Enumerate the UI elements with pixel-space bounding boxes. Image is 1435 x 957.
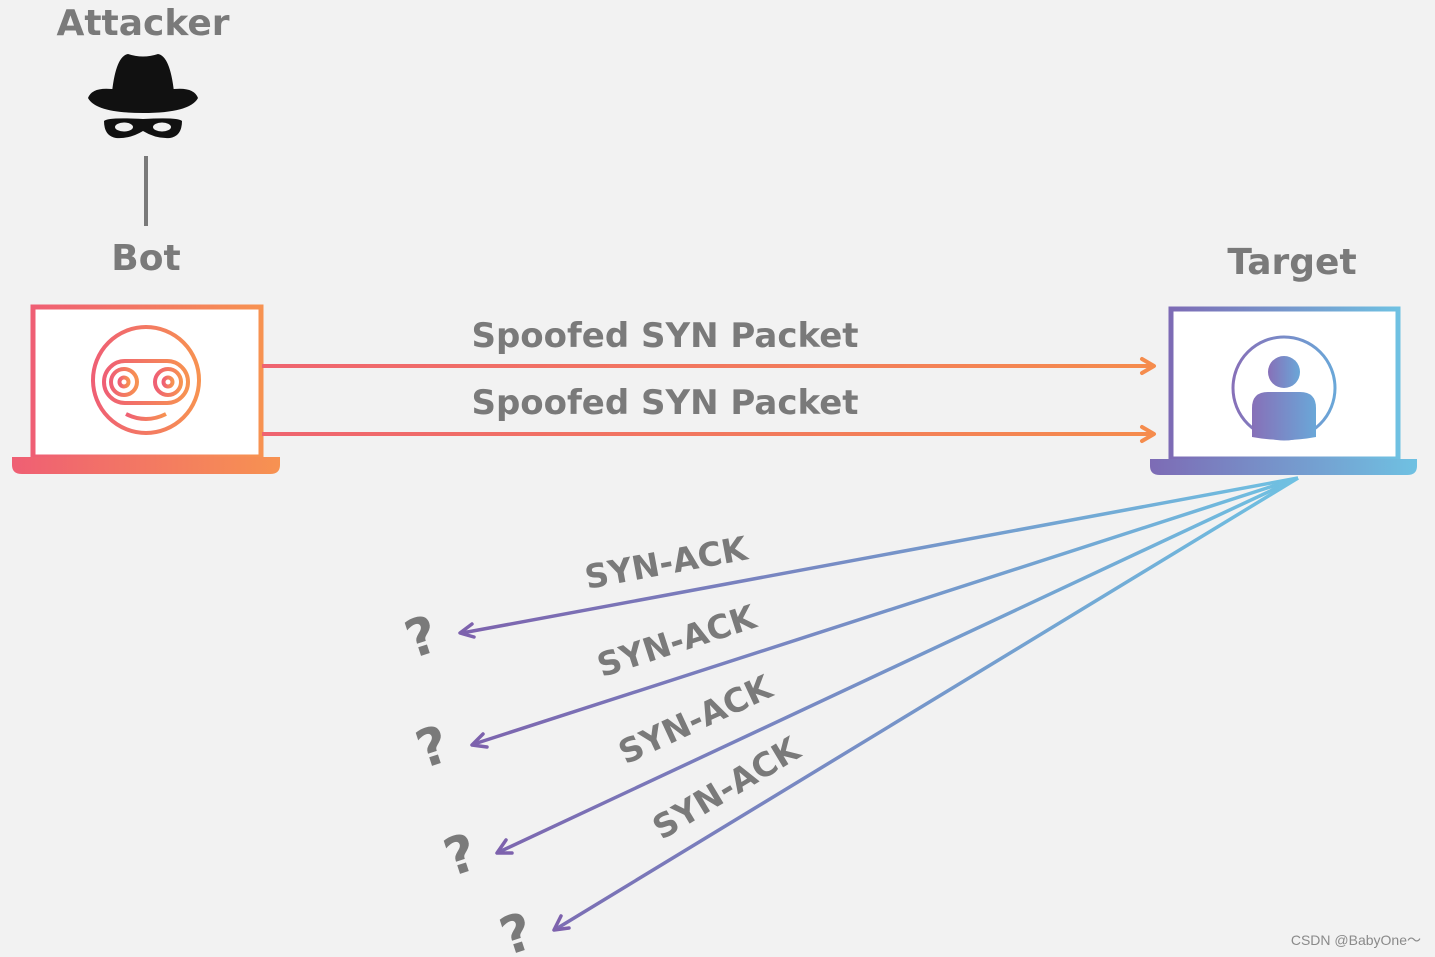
syn-edge-label: Spoofed SYN Packet [471, 316, 858, 356]
arrowhead-icon [470, 732, 489, 749]
syn-ack-edge-3: SYN-ACK ? [437, 476, 1299, 889]
unknown-destination-icon: ? [493, 902, 540, 957]
bot-title: Bot [111, 238, 180, 279]
arrowhead-icon [495, 838, 514, 855]
arrowhead-icon [458, 622, 476, 639]
robot-face-icon [91, 325, 201, 435]
bot-laptop-base [12, 457, 280, 474]
attacker-node: Attacker [56, 3, 230, 226]
bot-node: Bot [12, 238, 280, 474]
unknown-destination-icon: ? [398, 605, 445, 671]
syn-ack-label: SYN-ACK [592, 597, 762, 685]
syn-ack-arrow-line [461, 476, 1299, 635]
user-avatar-icon [1231, 335, 1337, 441]
syn-edge-label: Spoofed SYN Packet [471, 383, 858, 423]
unknown-destination-icon: ? [437, 823, 484, 889]
target-title: Target [1227, 242, 1356, 283]
syn-ack-edge-1: SYN-ACK ? [398, 476, 1299, 671]
syn-ack-label: SYN-ACK [582, 528, 752, 597]
arrowhead-icon [1140, 357, 1156, 375]
syn-ack-edge-4: SYN-ACK ? [493, 476, 1299, 957]
syn-edge-2: Spoofed SYN Packet [262, 383, 1156, 443]
syn-ack-arrow-line [473, 476, 1299, 746]
syn-ack-arrow-line [498, 476, 1299, 854]
watermark-credit: CSDN @BabyOne～ [1291, 932, 1421, 948]
arrowhead-icon [1140, 425, 1156, 443]
spy-icon [88, 54, 198, 139]
attacker-title: Attacker [56, 3, 229, 44]
unknown-destination-icon: ? [409, 715, 456, 781]
arrowhead-icon [552, 914, 571, 932]
syn-ack-arrow-line [555, 476, 1299, 931]
bot-laptop [12, 304, 280, 474]
target-node: Target [1150, 242, 1417, 475]
syn-ack-edge-2: SYN-ACK ? [409, 476, 1299, 781]
target-laptop-base [1150, 459, 1417, 475]
syn-edge-1: Spoofed SYN Packet [262, 316, 1156, 375]
